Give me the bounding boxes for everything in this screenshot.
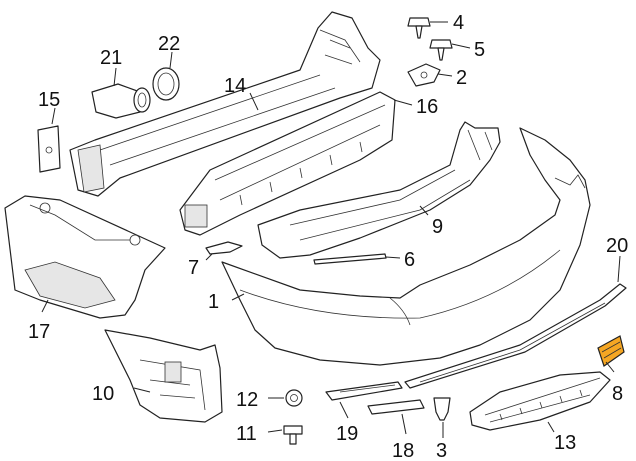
part-19-molding[interactable] [325,381,403,401]
part-16-energy-absorber[interactable] [179,91,396,236]
part-5-screw[interactable] [429,39,453,61]
part-14-reinforcement-bar[interactable] [69,11,381,197]
callout-2: 2 [456,67,467,89]
part-11-bolt[interactable] [283,425,303,445]
part-13-diffuser[interactable] [469,371,611,431]
callout-16: 16 [416,96,438,118]
callout-21: 21 [100,47,122,69]
callout-15: 15 [38,89,60,111]
part-15-gasket[interactable] [37,125,61,173]
callout-20: 20 [606,235,628,257]
callout-18: 18 [392,440,414,461]
part-10-lower-bracket[interactable] [104,329,223,423]
part-12-nut[interactable] [285,389,303,407]
leader-lines [41,21,621,438]
callout-1: 1 [208,291,219,313]
part-17-side-panel[interactable] [4,195,166,319]
callout-6: 6 [404,249,415,271]
callout-12: 12 [236,389,258,411]
part-7-clip[interactable] [205,241,243,255]
part-4-screw[interactable] [407,17,431,39]
part-18-trim[interactable] [367,399,425,415]
part-8-reflector[interactable] [597,335,625,367]
part-22-sensor-bezel[interactable] [152,67,180,101]
part-6-strip[interactable] [313,253,387,265]
callout-9: 9 [432,216,443,238]
part-3-push-clip[interactable] [433,397,451,421]
callout-11: 11 [236,423,257,445]
callout-3: 3 [436,440,447,461]
callout-19: 19 [336,423,358,445]
part-9-bumper-carrier[interactable] [257,121,501,259]
callout-17: 17 [28,321,50,343]
callout-7: 7 [188,257,199,279]
callout-4: 4 [453,12,464,34]
part-21-parking-sensor[interactable] [91,83,151,119]
callout-13: 13 [554,432,576,454]
callout-14: 14 [224,75,246,97]
callout-22: 22 [158,33,180,55]
callout-8: 8 [612,383,623,405]
callout-5: 5 [474,39,485,61]
part-2-nut-plate[interactable] [407,63,441,87]
part-20-molding-strip[interactable] [404,283,627,389]
part-1-bumper-cover[interactable] [221,127,591,366]
callout-labels: 1 2 3 4 5 6 7 8 9 10 11 12 13 14 15 16 1… [28,12,628,461]
callout-10: 10 [92,383,114,405]
